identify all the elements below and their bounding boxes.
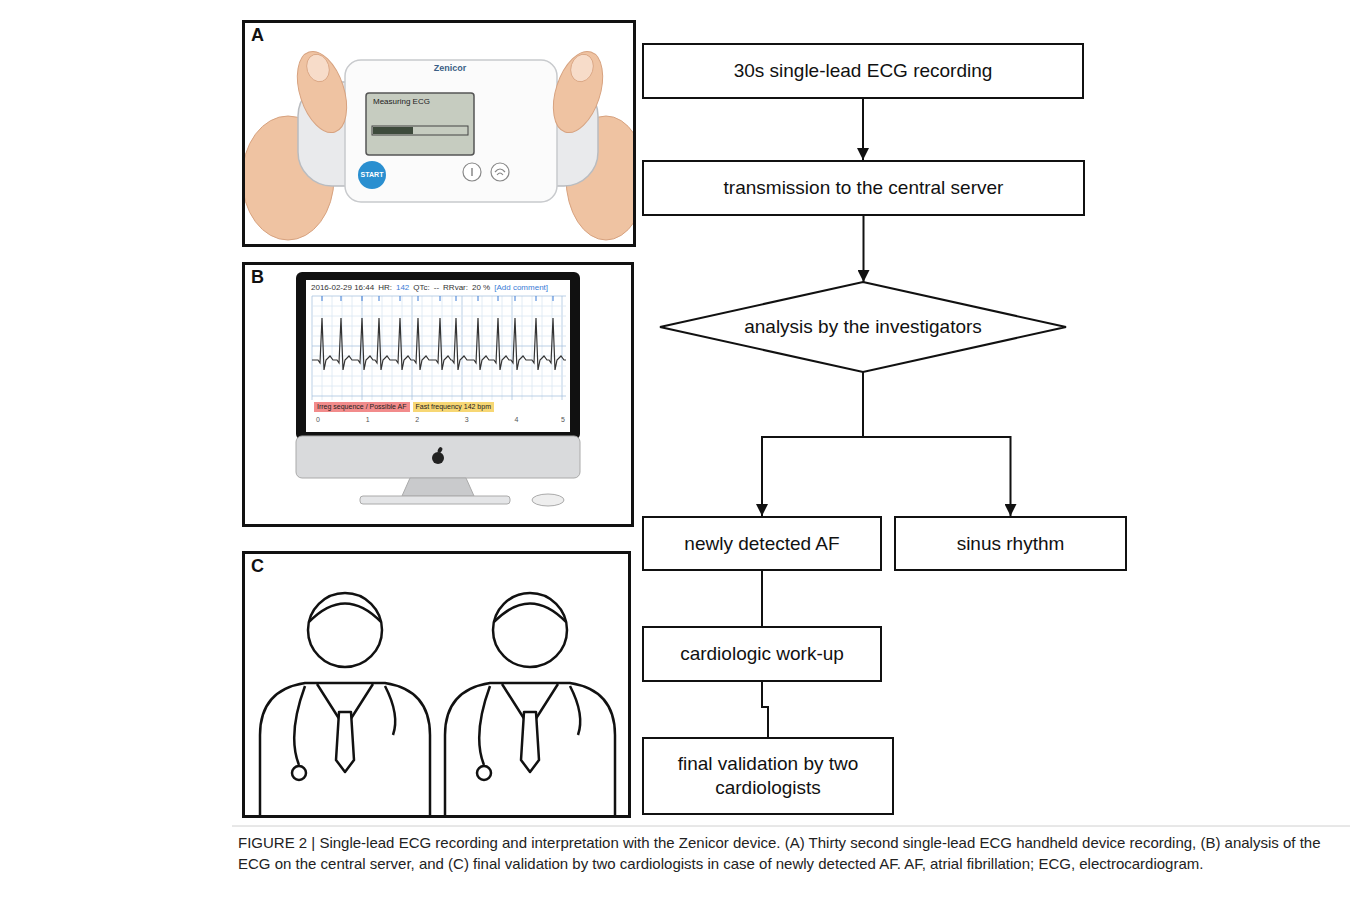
ecg-header: 20 %: [472, 283, 490, 293]
step-text: analysis by the investigators: [738, 315, 988, 339]
ecg-header-row: 2016-02-29 16:44 HR: 142 QTc: -- RRvar: 20 % [A…: [311, 283, 548, 293]
handheld-device-illustration: [245, 45, 633, 240]
axis-tick: 0: [316, 416, 320, 424]
ecg-header: HR:: [378, 283, 392, 293]
step-text: sinus rhythm: [951, 532, 1071, 556]
ecg-header: 142: [396, 283, 409, 293]
flow-connector: [863, 372, 1011, 516]
flow-connector: [863, 216, 865, 282]
process-box: sinus rhythm: [894, 516, 1127, 571]
axis-tick: 4: [514, 416, 518, 424]
process-box: final validation by two cardiologists: [642, 737, 894, 815]
figure-caption: FIGURE 2 | Single-lead ECG recording and…: [238, 832, 1338, 874]
axis-tick: 5: [561, 416, 565, 424]
ecg-flag-row: Irreg sequence / Possible AFFast frequen…: [314, 402, 494, 412]
illustration-panel: C: [242, 551, 631, 818]
step-text: final validation by two cardiologists: [644, 752, 892, 800]
step-text: cardiologic work-up: [674, 642, 850, 666]
step-text: transmission to the central server: [718, 176, 1010, 200]
ecg-header: --: [434, 283, 439, 293]
device-screen-text: Measuring ECG: [373, 97, 430, 107]
device-brand: Zenicor: [434, 63, 467, 74]
flow-connector: [761, 571, 763, 626]
flow-connector: [862, 99, 864, 160]
panel-letter: B: [251, 267, 264, 288]
caption-rule: [232, 826, 1350, 827]
ecg-header: QTc:: [413, 283, 429, 293]
axis-tick: 3: [465, 416, 469, 424]
ecg-header: 2016-02-29 16:44: [311, 283, 374, 293]
process-box: newly detected AF: [642, 516, 882, 571]
step-text: newly detected AF: [678, 532, 845, 556]
axis-tick: 1: [366, 416, 370, 424]
illustration-panel: B: [242, 262, 634, 527]
process-box: cardiologic work-up: [642, 626, 882, 682]
ecg-header: RRvar:: [443, 283, 468, 293]
flow-connector: [762, 682, 768, 737]
illustration-panel: A: [242, 20, 636, 247]
process-box: transmission to the central server: [642, 160, 1085, 216]
ecg-flag: Irreg sequence / Possible AF: [314, 402, 410, 412]
panel-letter: C: [251, 556, 264, 577]
ecg-header: [Add comment]: [494, 283, 548, 293]
process-box: 30s single-lead ECG recording: [642, 43, 1084, 99]
step-text: 30s single-lead ECG recording: [728, 59, 999, 83]
ecg-flag: Fast frequency 142 bpm: [413, 402, 495, 412]
cardiologist-icons: [260, 593, 615, 815]
axis-tick: 2: [415, 416, 419, 424]
decision-diamond: analysis by the investigators: [660, 282, 1066, 372]
flow-connector: [762, 372, 863, 516]
panel-letter: A: [251, 25, 264, 46]
monitor-illustration: [296, 272, 580, 506]
button-label: START: [361, 171, 384, 179]
